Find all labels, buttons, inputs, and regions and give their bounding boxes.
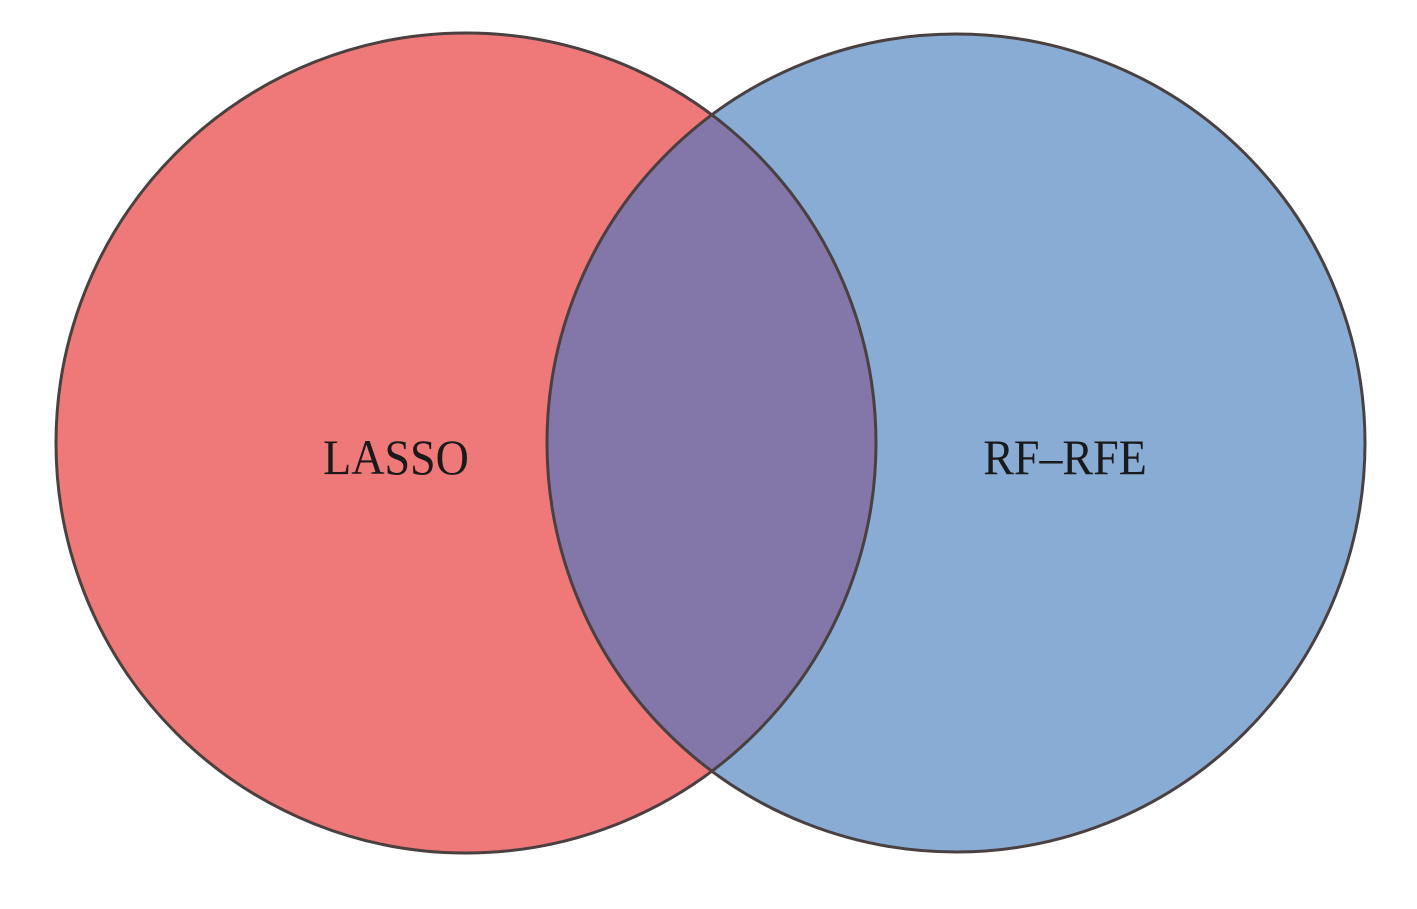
lasso-label: LASSO: [323, 430, 469, 485]
overlap-region: [547, 34, 876, 852]
rf-rfe-outline: [545, 32, 1367, 854]
lasso-outline: [54, 31, 878, 855]
rf-rfe-label: RF–RFE: [983, 430, 1147, 485]
